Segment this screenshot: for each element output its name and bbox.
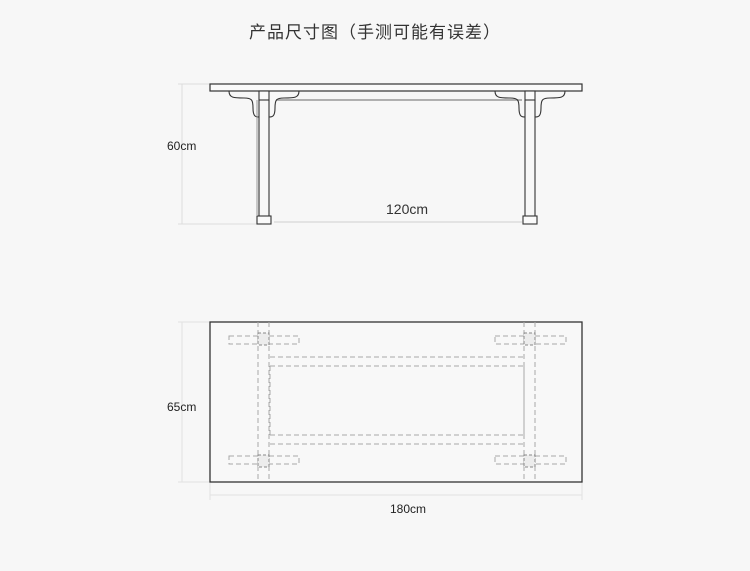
width-label: 120cm [386,201,429,217]
right-leg [494,90,566,225]
height-label: 60cm [167,139,197,153]
height-dimension-lines [178,83,258,225]
front-view [178,83,583,225]
leg-tenons [257,332,536,468]
page-title: 产品尺寸图（手测可能有误差） [249,23,501,43]
depth-label: 65cm [167,400,197,414]
left-leg [228,90,300,225]
depth-dimension-lines [178,321,583,500]
length-label: 180cm [390,502,427,516]
table-top [209,83,583,92]
top-view [178,321,583,500]
tabletop-outline [209,321,583,483]
